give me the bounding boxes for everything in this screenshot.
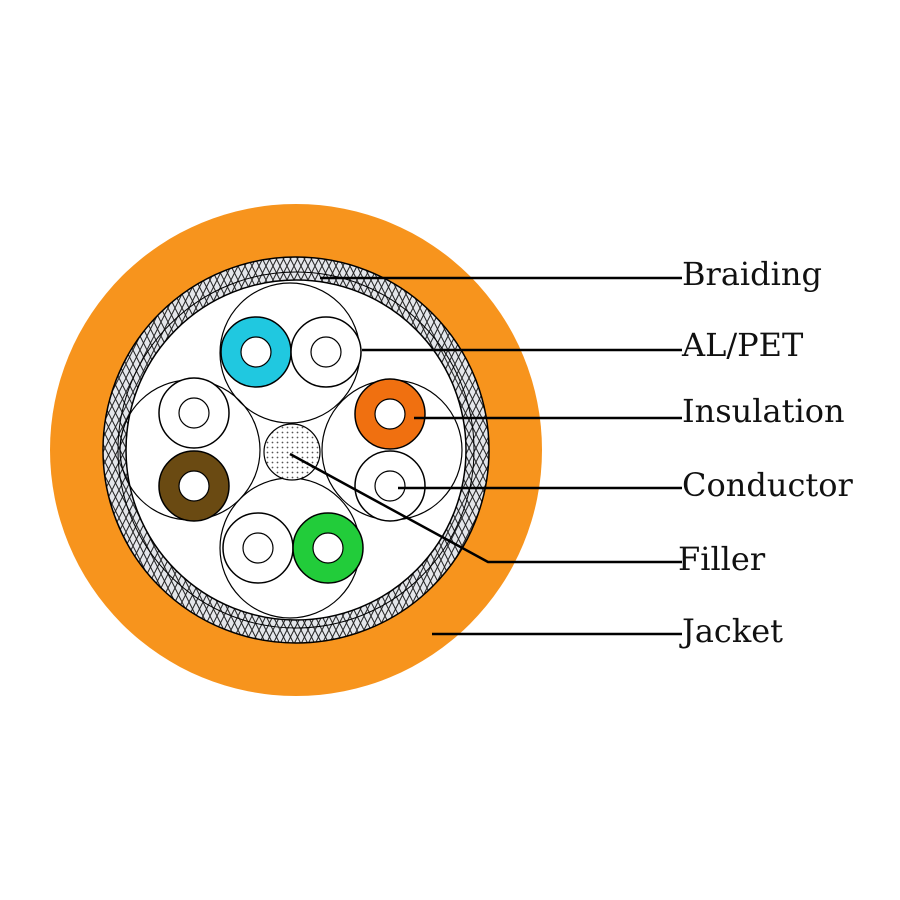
label-al-pet: AL/PET xyxy=(681,326,804,364)
label-braiding: Braiding xyxy=(682,255,822,293)
label-filler: Filler xyxy=(678,540,766,578)
conductor-green xyxy=(312,532,344,564)
filler-core xyxy=(263,423,321,481)
conductor-blue xyxy=(240,336,272,368)
conductor-brown xyxy=(178,470,210,502)
label-insulation: Insulation xyxy=(682,392,845,430)
pair-orange-white xyxy=(354,378,426,522)
pair-blue-white xyxy=(220,316,362,388)
braiding-inner-edge xyxy=(117,271,475,629)
leader-filler xyxy=(289,452,682,564)
pair-white-green xyxy=(222,512,364,584)
conductor-orange xyxy=(374,398,406,430)
pair-white-brown xyxy=(158,377,230,522)
label-conductor: Conductor xyxy=(682,466,854,504)
conductor-white-4 xyxy=(242,532,274,564)
conductor-white-2 xyxy=(178,397,210,429)
conductor-white-3 xyxy=(374,470,406,502)
label-jacket: Jacket xyxy=(679,612,783,650)
conductor-white-1 xyxy=(310,336,342,368)
